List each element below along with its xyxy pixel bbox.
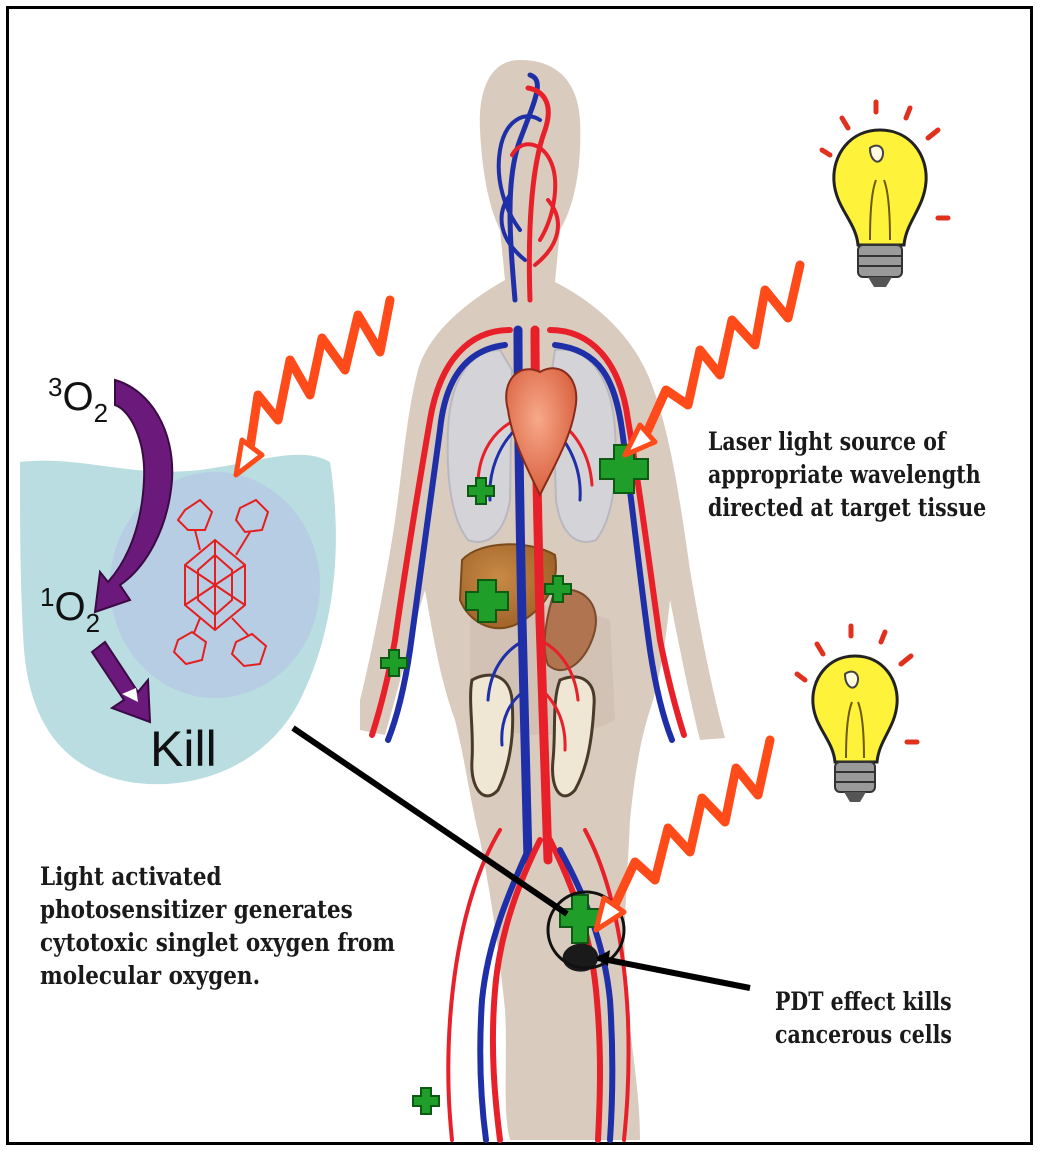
wave-to-cell	[250, 300, 390, 448]
pdt-caption-line-2: cancerous cells	[775, 1018, 952, 1051]
singlet-superscript: 1	[40, 582, 54, 612]
light-bulb-icon	[797, 626, 917, 802]
photosensitizer-caption-line-3: cytotoxic singlet oxygen from	[40, 926, 395, 959]
pdt-caption: PDT effect kills cancerous cells	[775, 985, 952, 1051]
laser-caption-line-3: directed at target tissue	[708, 491, 986, 524]
laser-caption: Laser light source of appropriate wavele…	[708, 425, 986, 524]
laser-caption-line-2: appropriate wavelength	[708, 458, 986, 491]
singlet-oxygen-label: 1O2	[40, 585, 100, 630]
triplet-superscript: 3	[48, 372, 62, 402]
light-bulb-icon	[822, 102, 948, 287]
tumor-marker-knee	[413, 1088, 439, 1114]
wave-to-arm	[648, 265, 800, 430]
triplet-oxygen-label: 3O2	[48, 375, 108, 420]
triplet-base: O	[62, 375, 93, 419]
photosensitizer-caption-line-2: photosensitizer generates	[40, 893, 395, 926]
photosensitizer-caption-line-1: Light activated	[40, 860, 395, 893]
wave-to-target	[615, 740, 770, 905]
triplet-subscript: 2	[94, 398, 108, 428]
photosensitizer-caption: Light activated photosensitizer generate…	[40, 860, 395, 992]
singlet-subscript: 2	[86, 608, 100, 638]
pdt-caption-line-1: PDT effect kills	[775, 985, 952, 1018]
kill-label: Kill	[150, 720, 217, 778]
laser-caption-line-1: Laser light source of	[708, 425, 986, 458]
singlet-base: O	[54, 585, 85, 629]
photosensitizer-caption-line-4: molecular oxygen.	[40, 959, 395, 992]
